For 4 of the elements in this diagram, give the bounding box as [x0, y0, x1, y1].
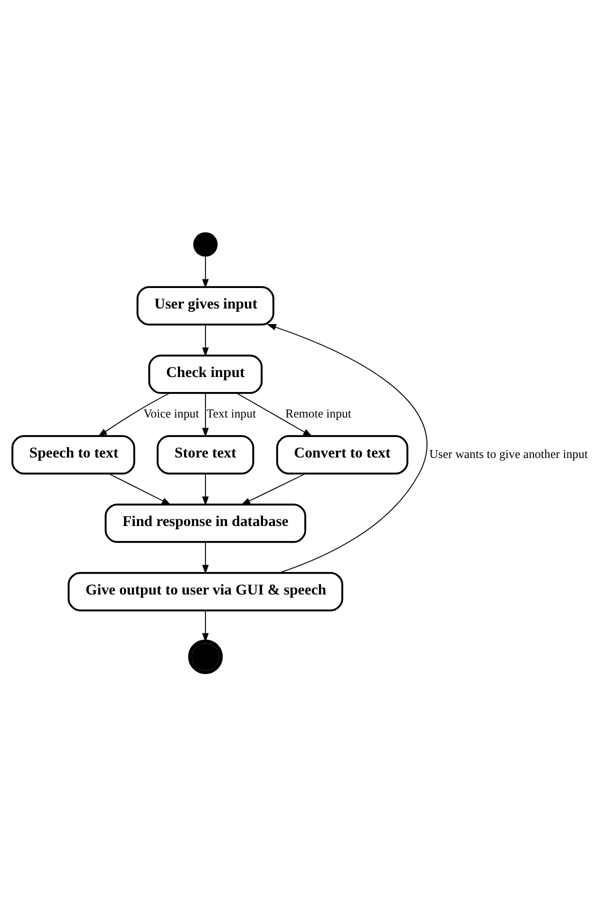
edge-label: Voice input	[143, 406, 200, 420]
edge-label: Text input	[206, 406, 256, 420]
edge-label: User wants to give another input	[429, 446, 588, 461]
edge-label: Remote input	[285, 406, 352, 420]
